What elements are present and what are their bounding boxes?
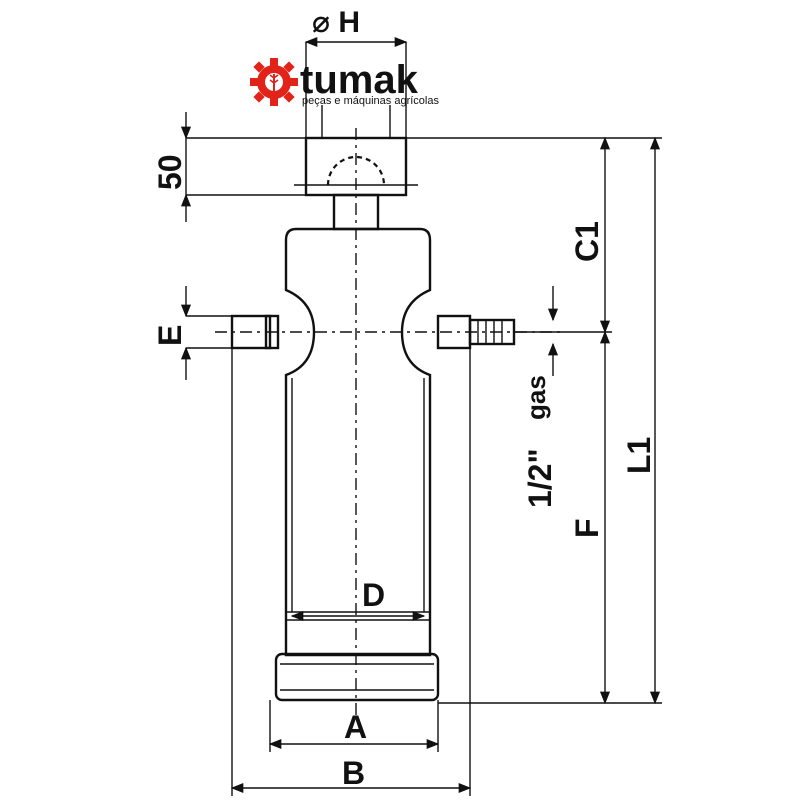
label-d: D xyxy=(362,577,385,613)
label-diameter-h: ⌀ H xyxy=(312,6,360,39)
company-logo: tumak peças e máquinas agrícolas xyxy=(250,58,439,107)
label-50: 50 xyxy=(152,154,188,190)
label-l1: L1 xyxy=(621,437,657,474)
label-e: E xyxy=(152,325,188,346)
logo-brand: tumak xyxy=(300,58,419,102)
dimension-c1-f-l1 xyxy=(406,136,662,705)
dimension-b xyxy=(230,348,472,796)
label-a: A xyxy=(344,709,367,745)
cylinder-body xyxy=(215,128,560,718)
gear-wheat-icon xyxy=(250,58,298,106)
label-b: B xyxy=(342,755,365,791)
label-c1: C1 xyxy=(569,221,605,262)
label-port-size: 1/2" xyxy=(522,448,558,508)
dimension-a xyxy=(268,700,440,752)
side-pins xyxy=(230,314,516,350)
logo-tagline: peças e máquinas agrícolas xyxy=(302,95,439,107)
dimension-50 xyxy=(180,112,306,222)
label-port-type: gas xyxy=(521,375,551,420)
dimension-e xyxy=(180,286,232,380)
label-f: F xyxy=(569,518,605,538)
